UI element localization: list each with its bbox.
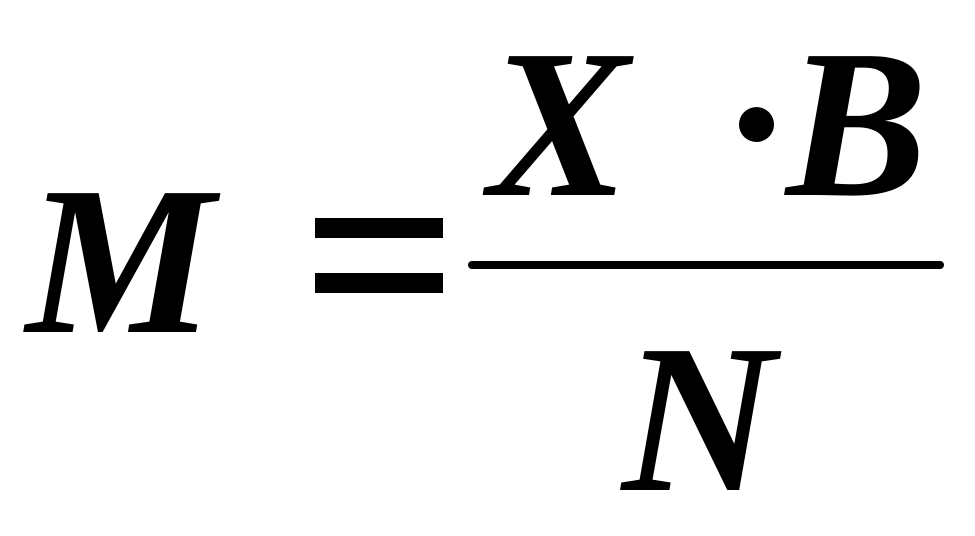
equals-bottom-bar bbox=[315, 273, 443, 293]
variable-n: N bbox=[622, 301, 776, 536]
equals-top-bar bbox=[315, 218, 443, 238]
multiplication-dot-icon bbox=[739, 107, 774, 142]
fraction-line bbox=[468, 261, 944, 269]
variable-x: X bbox=[488, 6, 630, 241]
math-formula: M X B N bbox=[26, 6, 944, 525]
variable-m: M bbox=[26, 143, 215, 378]
variable-b: B bbox=[786, 6, 928, 241]
